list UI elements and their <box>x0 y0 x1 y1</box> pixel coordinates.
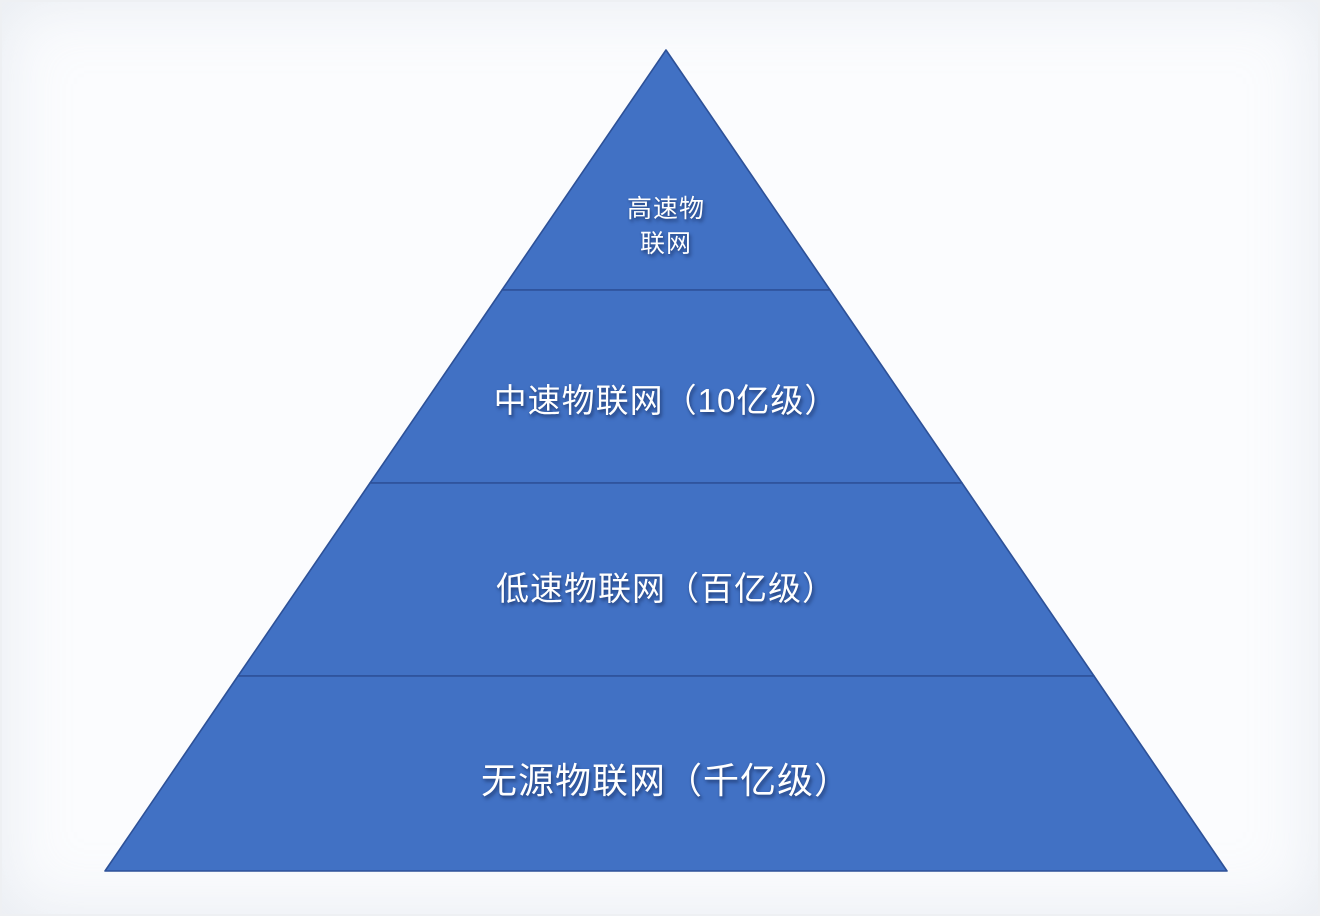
pyramid-level-1-label: 高速物 联网 <box>627 192 705 262</box>
pyramid-level-3-label: 低速物联网（百亿级） <box>496 570 836 607</box>
pyramid-level-4-label: 无源物联网（千亿级） <box>480 760 852 801</box>
pyramid-level-4-shape <box>104 675 1228 872</box>
pyramid-level-2-label: 中速物联网（10亿级） <box>493 382 839 419</box>
pyramid-level-1-label-line-2: 联网 <box>639 230 693 258</box>
pyramid-level-1-label-line-1: 高速物 <box>626 195 706 223</box>
